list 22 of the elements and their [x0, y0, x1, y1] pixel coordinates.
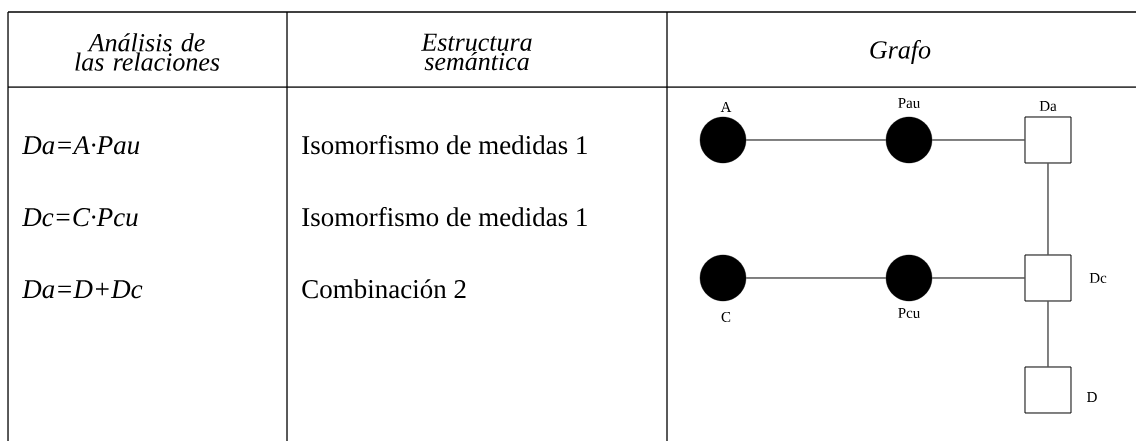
formula-text: Da=D+Dc: [21, 280, 143, 299]
node-label: C: [721, 311, 731, 323]
node-label: D: [1087, 392, 1097, 402]
node-label: Dc: [1089, 273, 1107, 283]
formula-text: Da=A·Pau: [21, 136, 140, 155]
connector-line: [745, 277, 887, 279]
connector-line: [1047, 301, 1049, 367]
column-heading: Estructura semántica: [421, 33, 532, 71]
column-heading: Análisis de las relaciones: [75, 33, 220, 71]
node-label: Pau: [898, 98, 920, 108]
connector-line: [931, 277, 1025, 279]
connector-line: [1047, 163, 1049, 255]
column-heading: Grafo: [870, 40, 931, 64]
formula-text: Dc=C·Pcu: [21, 208, 138, 227]
connector-line: [745, 139, 887, 141]
node-label: A: [720, 102, 732, 112]
relation-text: Isomorfismo de medidas 1: [302, 207, 587, 227]
node-label: Pcu: [898, 308, 920, 318]
connector-line: [931, 139, 1025, 141]
relation-text: Combinación 2: [302, 279, 466, 299]
relation-text: Isomorfismo de medidas 1: [302, 135, 587, 155]
node-label: Da: [1039, 101, 1057, 111]
